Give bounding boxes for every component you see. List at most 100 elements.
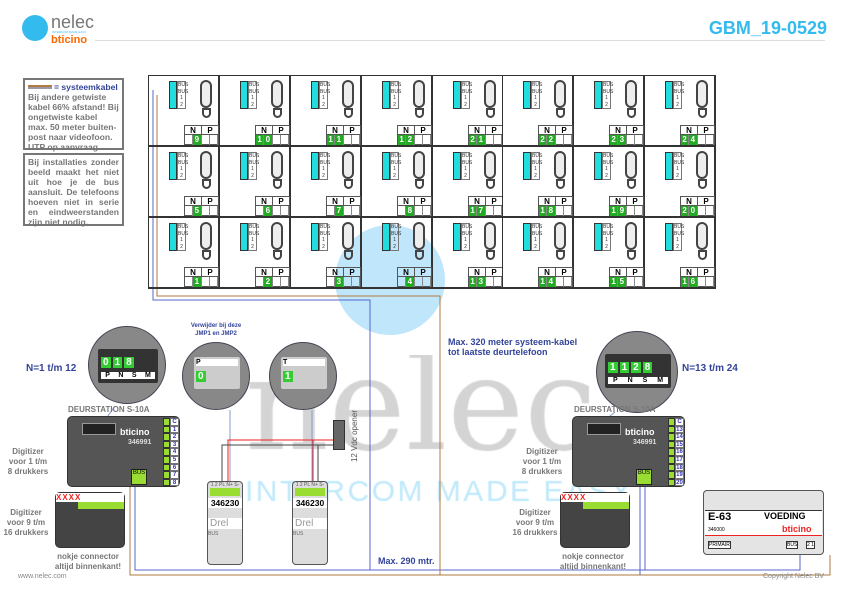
terminal-label: BUS bbox=[391, 230, 402, 237]
np-header-n: N bbox=[185, 126, 202, 135]
address-digit: 2 bbox=[681, 206, 690, 216]
address-digit bbox=[706, 206, 714, 216]
terminal-label: BUS bbox=[674, 224, 685, 230]
systeemkabel-legend-icon bbox=[28, 85, 52, 89]
terminal-label: 1 bbox=[676, 166, 679, 172]
np-header-p: P bbox=[491, 268, 497, 277]
address-digit: 3 bbox=[477, 277, 486, 287]
address-digit bbox=[185, 277, 194, 287]
np-header-n: N bbox=[539, 126, 556, 135]
key: P bbox=[105, 372, 110, 379]
np-header-n: N bbox=[610, 197, 627, 206]
terminal-label: BUS bbox=[320, 224, 331, 230]
terminal-label: BUS bbox=[391, 159, 402, 166]
terminal-label: 2 bbox=[464, 172, 467, 179]
terminal-label: BUS bbox=[178, 224, 189, 230]
np-header-n: N bbox=[610, 126, 627, 135]
right-station-title: DEURSTATION S-10A bbox=[574, 405, 656, 414]
actuator1-bus: BUS bbox=[208, 531, 219, 537]
address-digit bbox=[494, 277, 502, 287]
left-bus-terminal: BUS bbox=[131, 469, 147, 485]
legend-label: = systeemkabel bbox=[54, 82, 118, 92]
address-digit: 9 bbox=[618, 206, 627, 216]
terminal-label: BUS bbox=[532, 82, 543, 88]
left-station-title: DEURSTATION S-10A bbox=[68, 405, 150, 414]
terminal-label: BUS bbox=[320, 230, 331, 237]
address-digit bbox=[327, 277, 336, 287]
address-digit bbox=[185, 135, 194, 145]
terminal-label: 1 bbox=[251, 166, 254, 172]
handset-cord-icon bbox=[698, 179, 707, 189]
address-digit: 1 bbox=[335, 135, 344, 145]
terminal-label: 2 bbox=[605, 101, 608, 108]
handset-icon bbox=[696, 151, 708, 179]
np-header-n: N bbox=[398, 197, 415, 206]
terminal-label: BUS bbox=[249, 153, 260, 159]
terminal-label: BUS bbox=[462, 159, 473, 166]
terminal-label: 2 bbox=[393, 172, 396, 179]
footer-url[interactable]: www.nelec.com bbox=[18, 573, 67, 580]
right-station-code: 346991 bbox=[633, 439, 657, 446]
address-digit bbox=[273, 277, 281, 287]
key: S bbox=[642, 377, 648, 384]
address-digit bbox=[486, 135, 494, 145]
address-digit bbox=[635, 277, 643, 287]
psu-bus-terminal: BUS bbox=[786, 541, 799, 549]
np-header-p: P bbox=[349, 268, 355, 277]
jumper-pointer bbox=[104, 405, 616, 482]
address-digit bbox=[202, 206, 210, 216]
terminal-label: 2 bbox=[180, 172, 183, 179]
terminal-label: BUS bbox=[391, 153, 402, 159]
terminal-label: 2 bbox=[251, 101, 254, 108]
np-header-p: P bbox=[278, 197, 284, 206]
key: T bbox=[283, 359, 325, 366]
handset-cord-icon bbox=[344, 108, 353, 118]
bus-wire-blue-left bbox=[134, 482, 370, 571]
np-header-p: P bbox=[703, 197, 709, 206]
np-header-n: N bbox=[610, 268, 627, 277]
address-digit bbox=[398, 277, 407, 287]
address-digit bbox=[281, 135, 289, 145]
terminal-label: 2 bbox=[676, 243, 679, 250]
terminal: 3 bbox=[163, 440, 179, 449]
install-note: Bij installaties zonder beeld maakt het … bbox=[23, 153, 124, 227]
terminal-label: BUS bbox=[391, 224, 402, 230]
address-digit: 9 bbox=[193, 135, 202, 145]
np-header-p: P bbox=[349, 197, 355, 206]
terminal-label: 1 bbox=[464, 95, 467, 101]
psu-brand: bticino bbox=[782, 524, 812, 534]
left-digitizer2-label: Digitizer voor 9 t/m 16 drukkers bbox=[3, 508, 49, 537]
np-header-p: P bbox=[632, 197, 638, 206]
actuator1-code: 346230 bbox=[208, 498, 242, 508]
handset-cord-icon bbox=[273, 108, 282, 118]
document-id: GBM_19-0529 bbox=[708, 18, 827, 38]
address-digit: 1 bbox=[398, 135, 407, 145]
handset-cord-icon bbox=[273, 179, 282, 189]
terminal-label: BUS bbox=[674, 230, 685, 237]
handset-icon bbox=[342, 151, 354, 179]
handset-icon bbox=[484, 80, 496, 108]
logo-icon bbox=[22, 15, 48, 41]
